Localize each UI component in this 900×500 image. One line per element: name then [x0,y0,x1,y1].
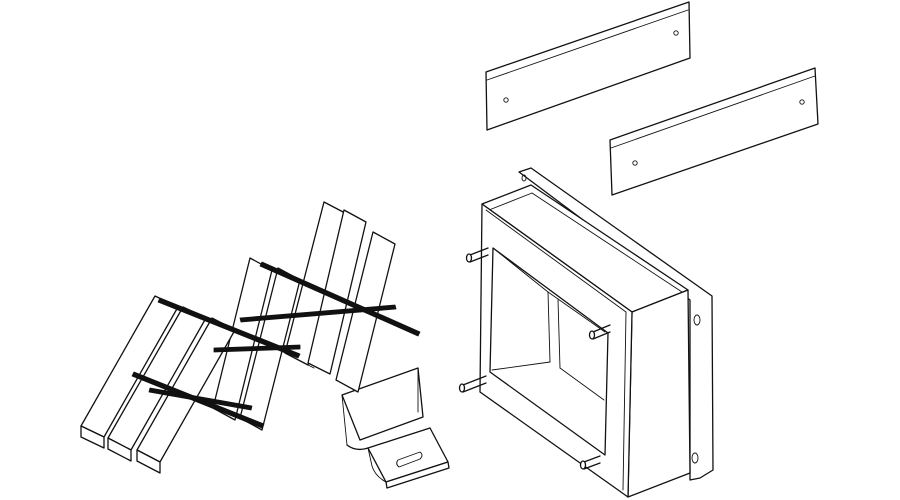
flange-hole-icon [521,174,527,182]
rectangular-housing [458,167,714,498]
spacer-bar [148,387,253,411]
mounting-pin [465,247,489,263]
spacer-bar [239,304,397,323]
screw-hole-icon [503,97,509,103]
spacer-bar [157,297,301,359]
spacer-bar [213,344,301,353]
flange-hole-icon [693,314,701,326]
mounting-pin [458,375,487,393]
fin-array [80,201,421,474]
screw-hole-icon [673,30,679,36]
cover-plate-lower [609,67,819,196]
mounting-pin [579,455,601,470]
flange-hole-icon [691,452,699,464]
fin [136,317,236,474]
screw-hole-icon [632,160,638,166]
cover-plate-upper [485,1,691,131]
screw-hole-icon [799,99,805,105]
mounting-pin [588,324,611,340]
mounting-bracket [341,367,450,489]
